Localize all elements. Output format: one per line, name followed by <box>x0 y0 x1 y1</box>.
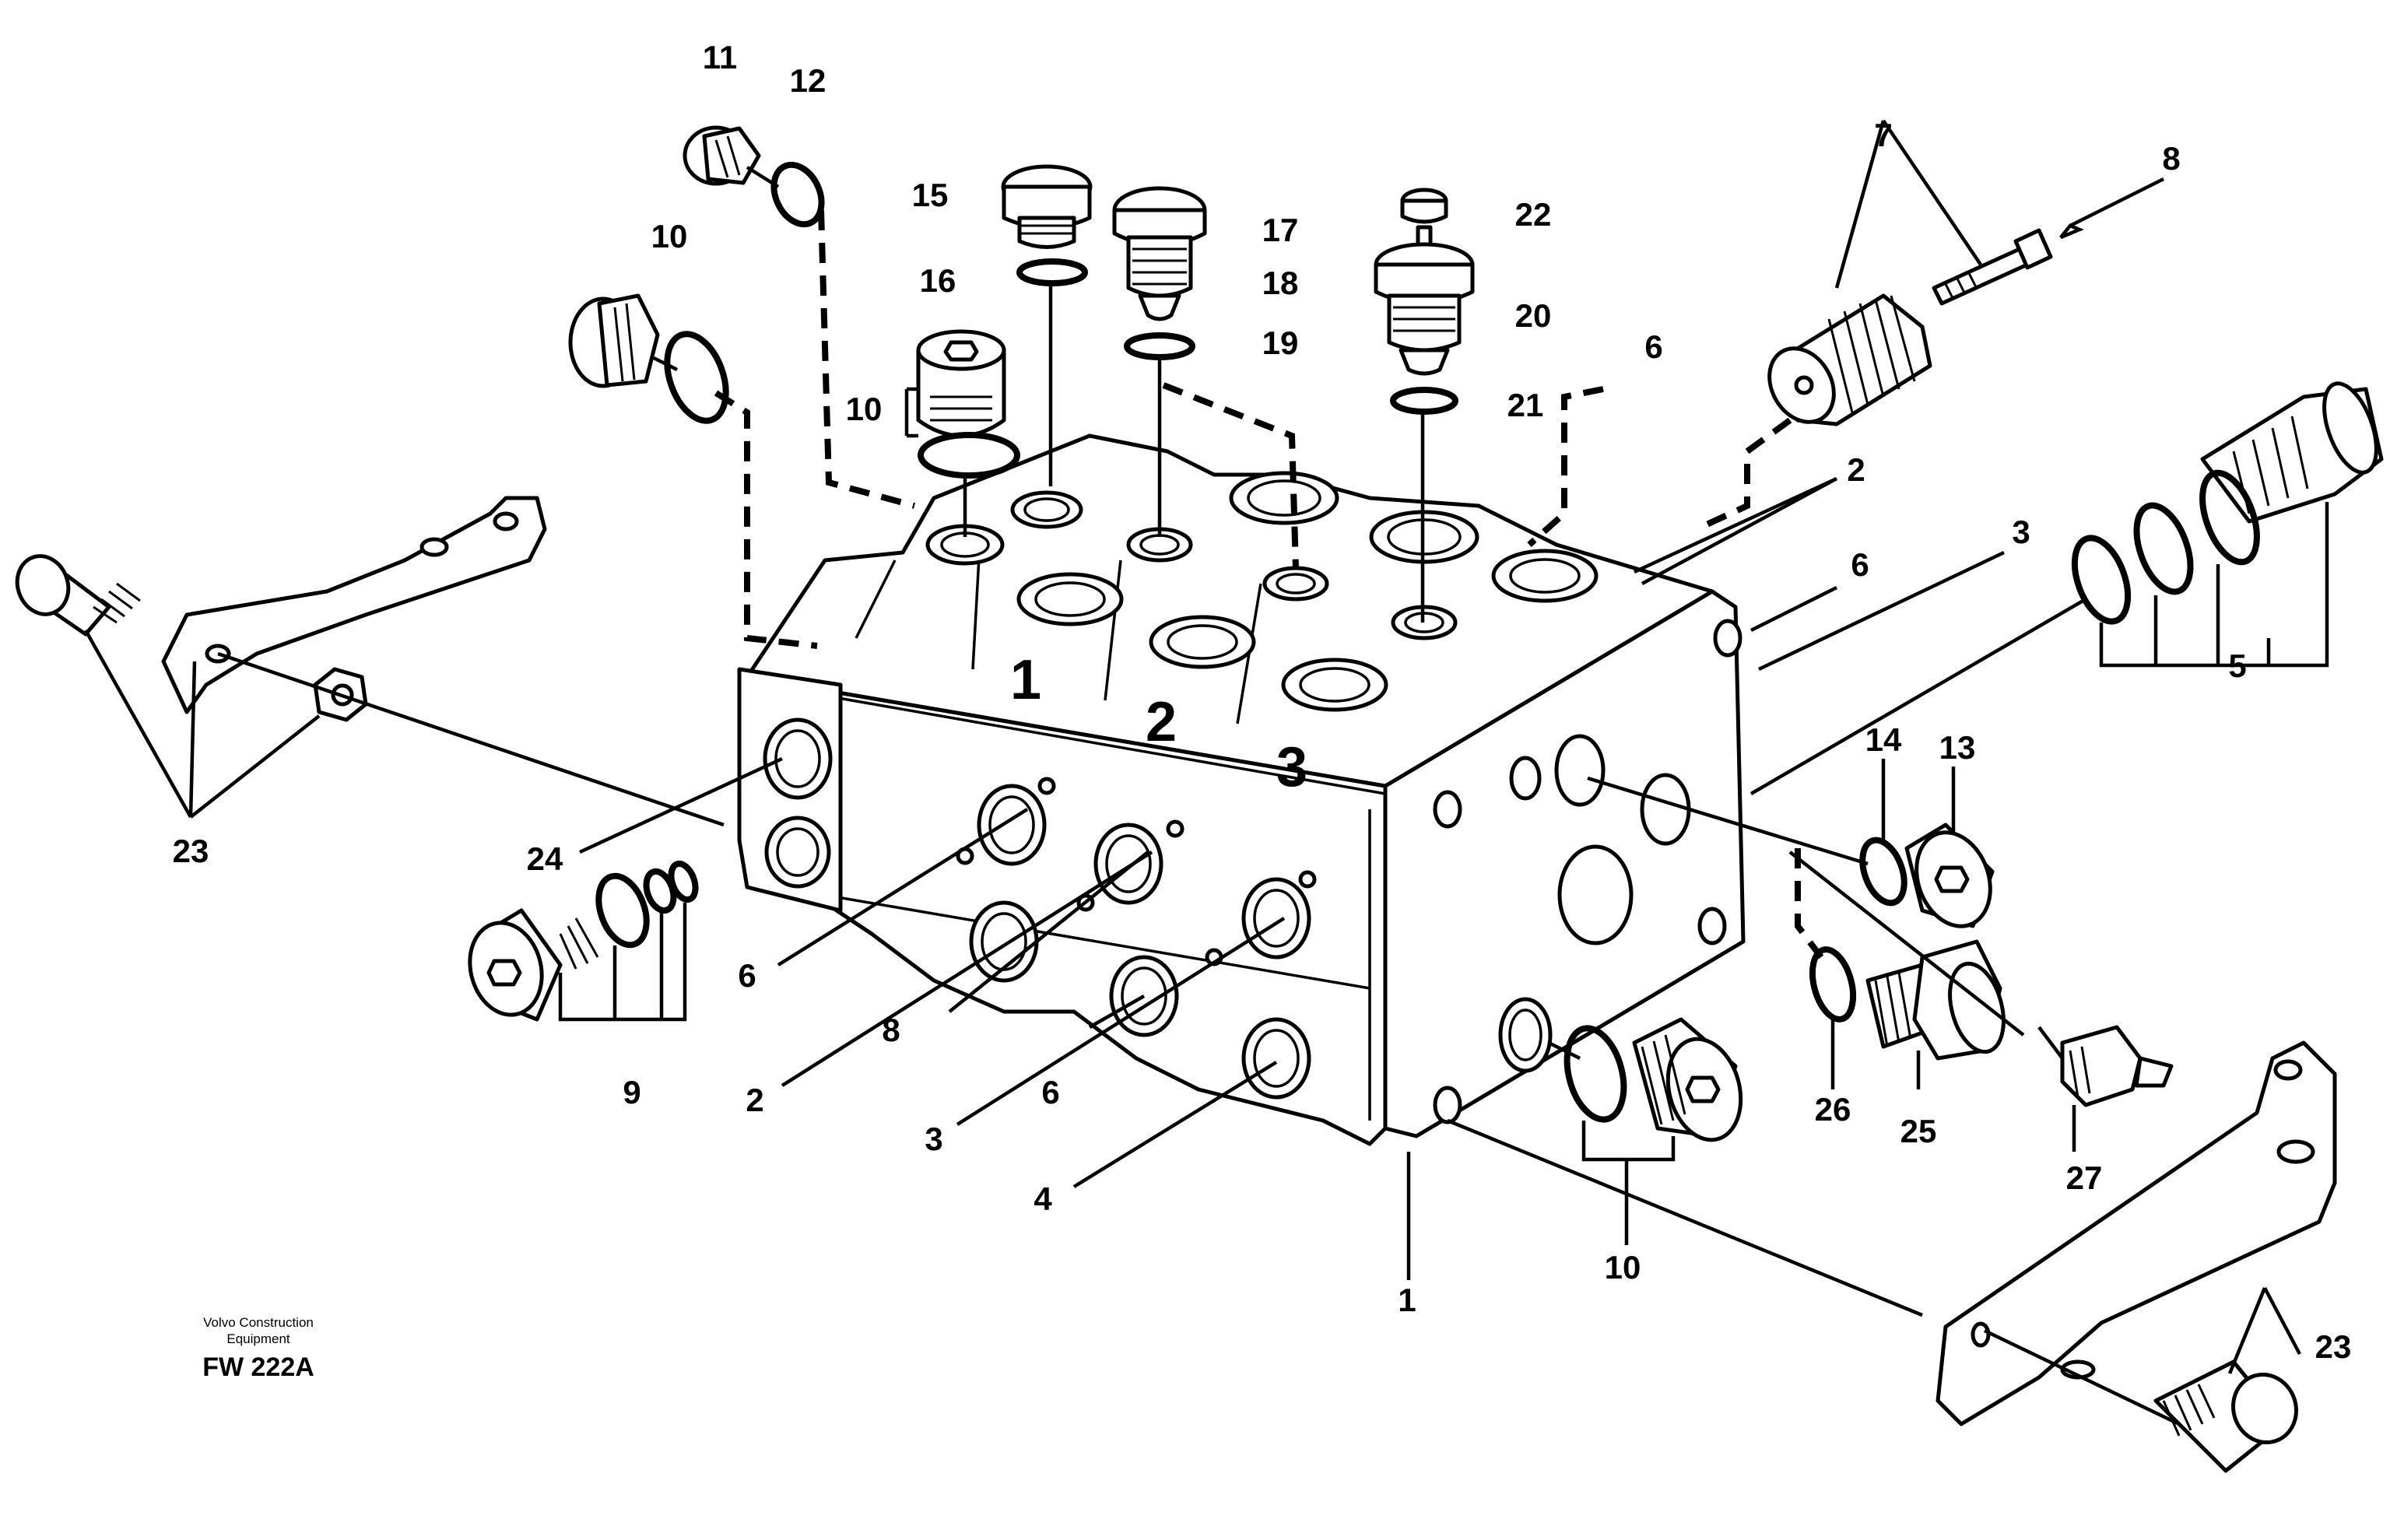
o-ring-12 <box>770 161 825 228</box>
poppet-18 <box>1138 293 1181 321</box>
callout-7: 7 <box>1874 117 1892 153</box>
callout-11: 11 <box>703 39 737 75</box>
callout-17: 17 <box>1262 212 1299 248</box>
callout-6-right: 6 <box>1851 546 1869 583</box>
plug-9 <box>468 908 599 1022</box>
screw-23-right <box>2153 1359 2298 1473</box>
o-ring-16 <box>1016 258 1088 286</box>
plug-13 <box>1904 823 1995 928</box>
callout-10-bottom: 10 <box>1605 1249 1641 1286</box>
callout-21: 21 <box>1507 387 1544 423</box>
fitting-25 <box>1865 939 2006 1061</box>
callout-18: 18 <box>1262 265 1299 301</box>
callout-22: 22 <box>1515 196 1552 233</box>
callout-13: 13 <box>1939 729 1976 766</box>
ring-5b <box>2133 502 2194 595</box>
section-number-3: 3 <box>1276 736 1307 798</box>
callout-1: 1 <box>1398 1282 1416 1318</box>
o-ring-10-mid <box>918 432 1020 479</box>
o-ring-9a <box>595 872 650 949</box>
callout-14: 14 <box>1865 721 1902 758</box>
maker-line-2: Equipment <box>226 1331 290 1346</box>
callout-12: 12 <box>790 62 826 99</box>
screw-23-left <box>15 554 141 637</box>
callout-25: 25 <box>1900 1113 1937 1149</box>
plug-10-upper <box>568 293 660 388</box>
callout-3-right: 3 <box>2012 514 2030 550</box>
callout-16: 16 <box>920 262 956 299</box>
maker-line-1: Volvo Construction <box>203 1315 314 1330</box>
callout-20: 20 <box>1515 297 1552 334</box>
callout-labels: 11 12 10 10 15 16 17 18 19 22 20 21 6 7 … <box>173 39 2352 1365</box>
callout-3-front: 3 <box>925 1121 942 1157</box>
bracket-23-right <box>1936 1040 2337 1426</box>
callout-26: 26 <box>1815 1091 1851 1128</box>
plug-10-lower <box>1632 1017 1743 1142</box>
callout-24: 24 <box>527 840 563 877</box>
callout-23-left: 23 <box>173 833 209 869</box>
callout-5: 5 <box>2228 647 2246 684</box>
callout-10-upper-left: 10 <box>651 218 688 254</box>
callout-8-top: 8 <box>2162 140 2180 177</box>
o-ring-9c <box>668 860 699 903</box>
o-ring-19 <box>1124 332 1195 360</box>
o-ring-10-upper <box>664 331 729 424</box>
plug-15 <box>1001 164 1093 249</box>
callout-23-right: 23 <box>2315 1328 2352 1365</box>
callout-10-mid: 10 <box>846 391 883 427</box>
spool-cap-5 <box>2200 381 2384 524</box>
o-ring-10-lower <box>1564 1025 1627 1123</box>
adjust-nut-22 <box>1400 188 1448 224</box>
plug-11 <box>683 125 761 186</box>
callout-4: 4 <box>1034 1180 1052 1217</box>
o-ring-26 <box>1809 946 1857 1023</box>
figure-code: FW 222A <box>202 1352 314 1382</box>
plug-10-mid <box>916 329 1006 438</box>
section-number-2: 2 <box>1146 691 1177 753</box>
relief-plug-17 <box>1112 186 1207 298</box>
callout-6-front: 6 <box>738 957 756 994</box>
callout-19: 19 <box>1262 324 1299 361</box>
callout-9: 9 <box>623 1074 640 1110</box>
spool-assembly-7 <box>1767 293 1932 426</box>
figure-footer: Volvo Construction Equipment FW 222A <box>202 1315 314 1382</box>
callout-2-front: 2 <box>746 1082 763 1118</box>
ring-5c <box>2071 535 2132 625</box>
callout-27: 27 <box>2066 1159 2103 1196</box>
callout-15: 15 <box>912 177 949 213</box>
callout-6-front2: 6 <box>1041 1074 1059 1110</box>
section-number-1: 1 <box>1010 649 1041 711</box>
callout-2-right: 2 <box>1847 451 1865 488</box>
bolt-8 <box>1932 228 2053 306</box>
ring-5a <box>2199 469 2260 566</box>
callout-8-front: 8 <box>882 1012 900 1048</box>
o-ring-14 <box>1859 837 1907 907</box>
o-ring-21 <box>1390 387 1458 415</box>
control-valve-block <box>737 433 1746 1146</box>
nipple-27 <box>2060 1025 2174 1107</box>
valve-cartridge-20 <box>1374 225 1475 376</box>
callout-6-top: 6 <box>1644 328 1662 365</box>
